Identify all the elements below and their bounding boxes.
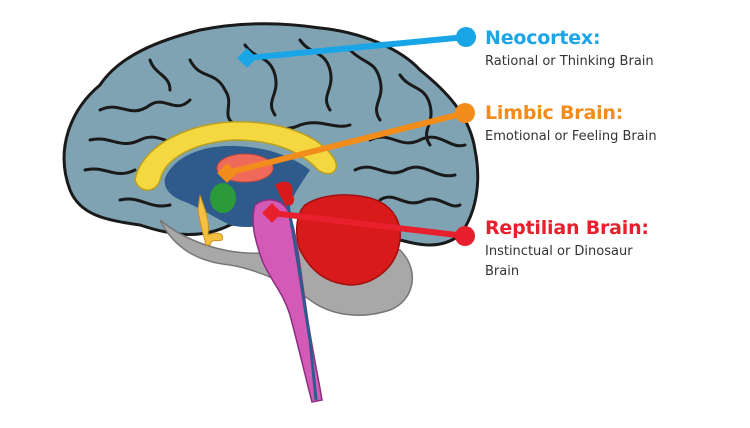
reptilian-dot [455,226,475,246]
reptilian-description: Instinctual or Dinosaur Brain [485,244,633,279]
neocortex-dot [456,27,476,47]
amygdala [210,183,236,213]
brainstem-channel [286,204,318,401]
neocortex-label: Neocortex: Rational or Thinking Brain [485,26,725,72]
limbic-title: Limbic Brain: [485,102,624,124]
reptilian-label: Reptilian Brain: Instinctual or Dinosaur… [485,216,665,282]
limbic-label: Limbic Brain: Emotional or Feeling Brain [485,101,725,147]
limbic-description: Emotional or Feeling Brain [485,129,657,144]
neocortex-title: Neocortex: [485,27,601,49]
reptilian-title: Reptilian Brain: [485,217,649,239]
fornix [197,194,224,246]
limbic-dot [455,103,475,123]
corpus-callosum [134,121,337,191]
limbic-pointer [217,103,475,183]
reptilian-pointer [262,203,475,246]
pons-red [275,181,295,207]
neocortex-description: Rational or Thinking Brain [485,54,654,69]
